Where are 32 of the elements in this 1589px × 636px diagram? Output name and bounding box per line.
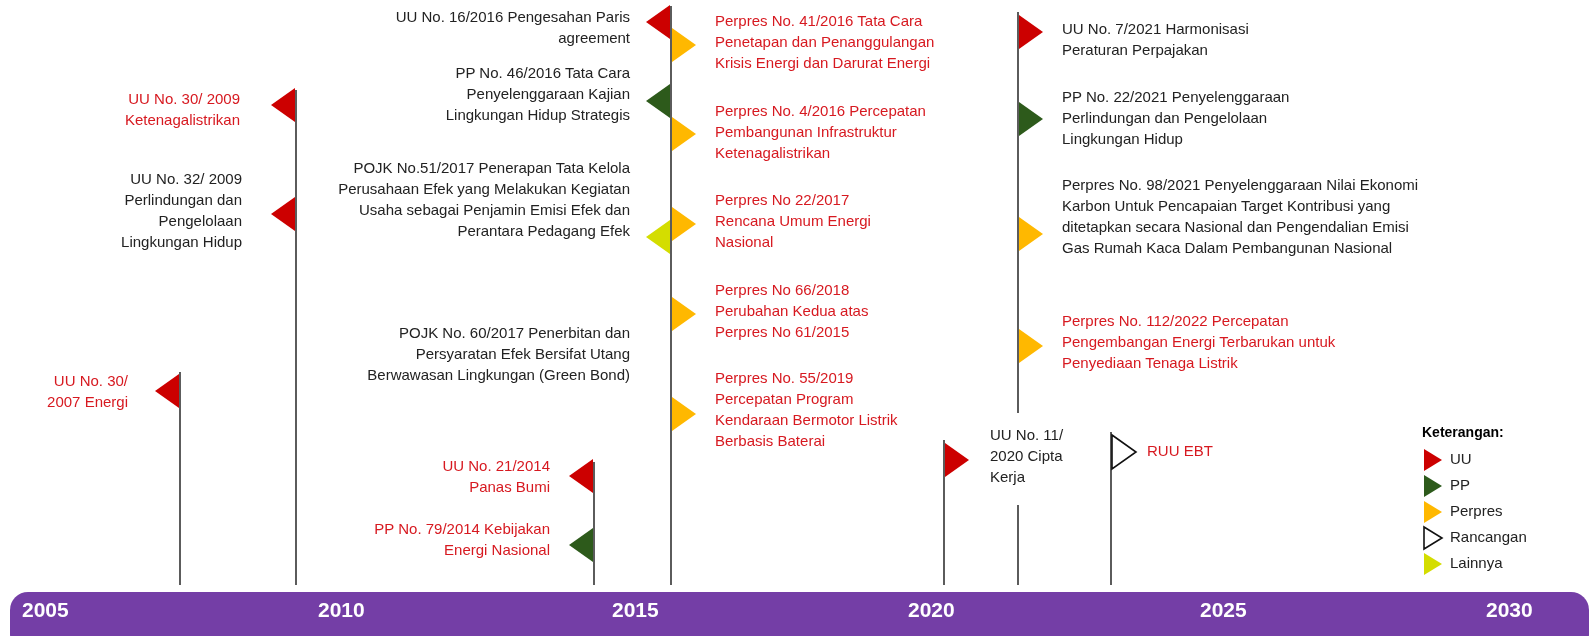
legend-label: UU [1450,450,1472,467]
legend-label: Lainnya [1450,554,1503,571]
regulation-label: PP No. 22/2021 Penyelenggaraan Perlindungan dan Pengelolaan Lingkungan Hidup [1062,86,1322,149]
regulation-label: Perpres No. 41/2016 Tata Cara Penetapan dan Penanggulangan Krisis Energi dan Darurat Energi [715,10,975,73]
year-label: 2005 [22,598,69,622]
year-label: 2020 [908,598,955,622]
regulation-label: Perpres No. 98/2021 Penyelenggaraan Nilai Ekonomi Karbon Untuk Pencapaian Target Kontribusi yang ditetapkan secara Nasional dan Pengendalian Emisi Gas Rumah Kaca Dalam Pembangunan Nasional [1062,174,1422,258]
regulation-label: Perpres No. 55/2019 Percepatan Program Kendaraan Bermotor Listrik Berbasis Baterai [715,367,915,451]
regulation-label: Perpres No. 112/2022 Percepatan Pengembangan Energi Terbarukan untuk Penyediaan Tenaga Listrik [1062,310,1342,373]
regulation-label: Perpres No. 4/2016 Percepatan Pembangunan Infrastruktur Ketenagalistrikan [715,100,960,163]
regulation-label: UU No. 7/2021 Harmonisasi Peraturan Perpajakan [1062,18,1312,60]
regulation-label: UU No. 11/ 2020 Cipta Kerja [990,424,1090,487]
regulation-label: POJK No. 60/2017 Penerbitan dan Persyaratan Efek Bersifat Utang Berwawasan Lingkungan (Green Bond) [330,322,630,385]
regulation-label: PP No. 46/2016 Tata Cara Penyelenggaraan Kajian Lingkungan Hidup Strategis [410,62,630,125]
regulation-label: Perpres No 66/2018 Perubahan Kedua atas Perpres No 61/2015 [715,279,905,342]
regulation-label: UU No. 32/ 2009 Perlindungan dan Pengelolaan Lingkungan Hidup [92,168,242,252]
regulation-label: Perpres No 22/2017 Rencana Umum Energi Nasional [715,189,905,252]
year-label: 2030 [1486,598,1533,622]
regulation-label: RUU EBT [1147,440,1247,461]
legend-title: Keterangan: [1422,424,1504,440]
year-label: 2015 [612,598,659,622]
legend-label: Perpres [1450,502,1503,519]
year-label: 2010 [318,598,365,622]
regulation-label: UU No. 30/ 2009 Ketenagalistrikan [60,88,240,130]
regulation-label: UU No. 30/ 2007 Energi [28,370,128,412]
regulation-label: UU No. 21/2014 Panas Bumi [400,455,550,497]
regulation-label: POJK No.51/2017 Penerapan Tata Kelola Perusahaan Efek yang Melakukan Kegiatan Usaha sebagai Penjamin Emisi Efek dan Perantara Pedagang Efek [330,157,630,241]
year-label: 2025 [1200,598,1247,622]
legend-label: PP [1450,476,1470,493]
legend-label: Rancangan [1450,528,1527,545]
regulation-label: UU No. 16/2016 Pengesahan Paris agreement [395,6,630,48]
regulation-label: PP No. 79/2014 Kebijakan Energi Nasional [330,518,550,560]
